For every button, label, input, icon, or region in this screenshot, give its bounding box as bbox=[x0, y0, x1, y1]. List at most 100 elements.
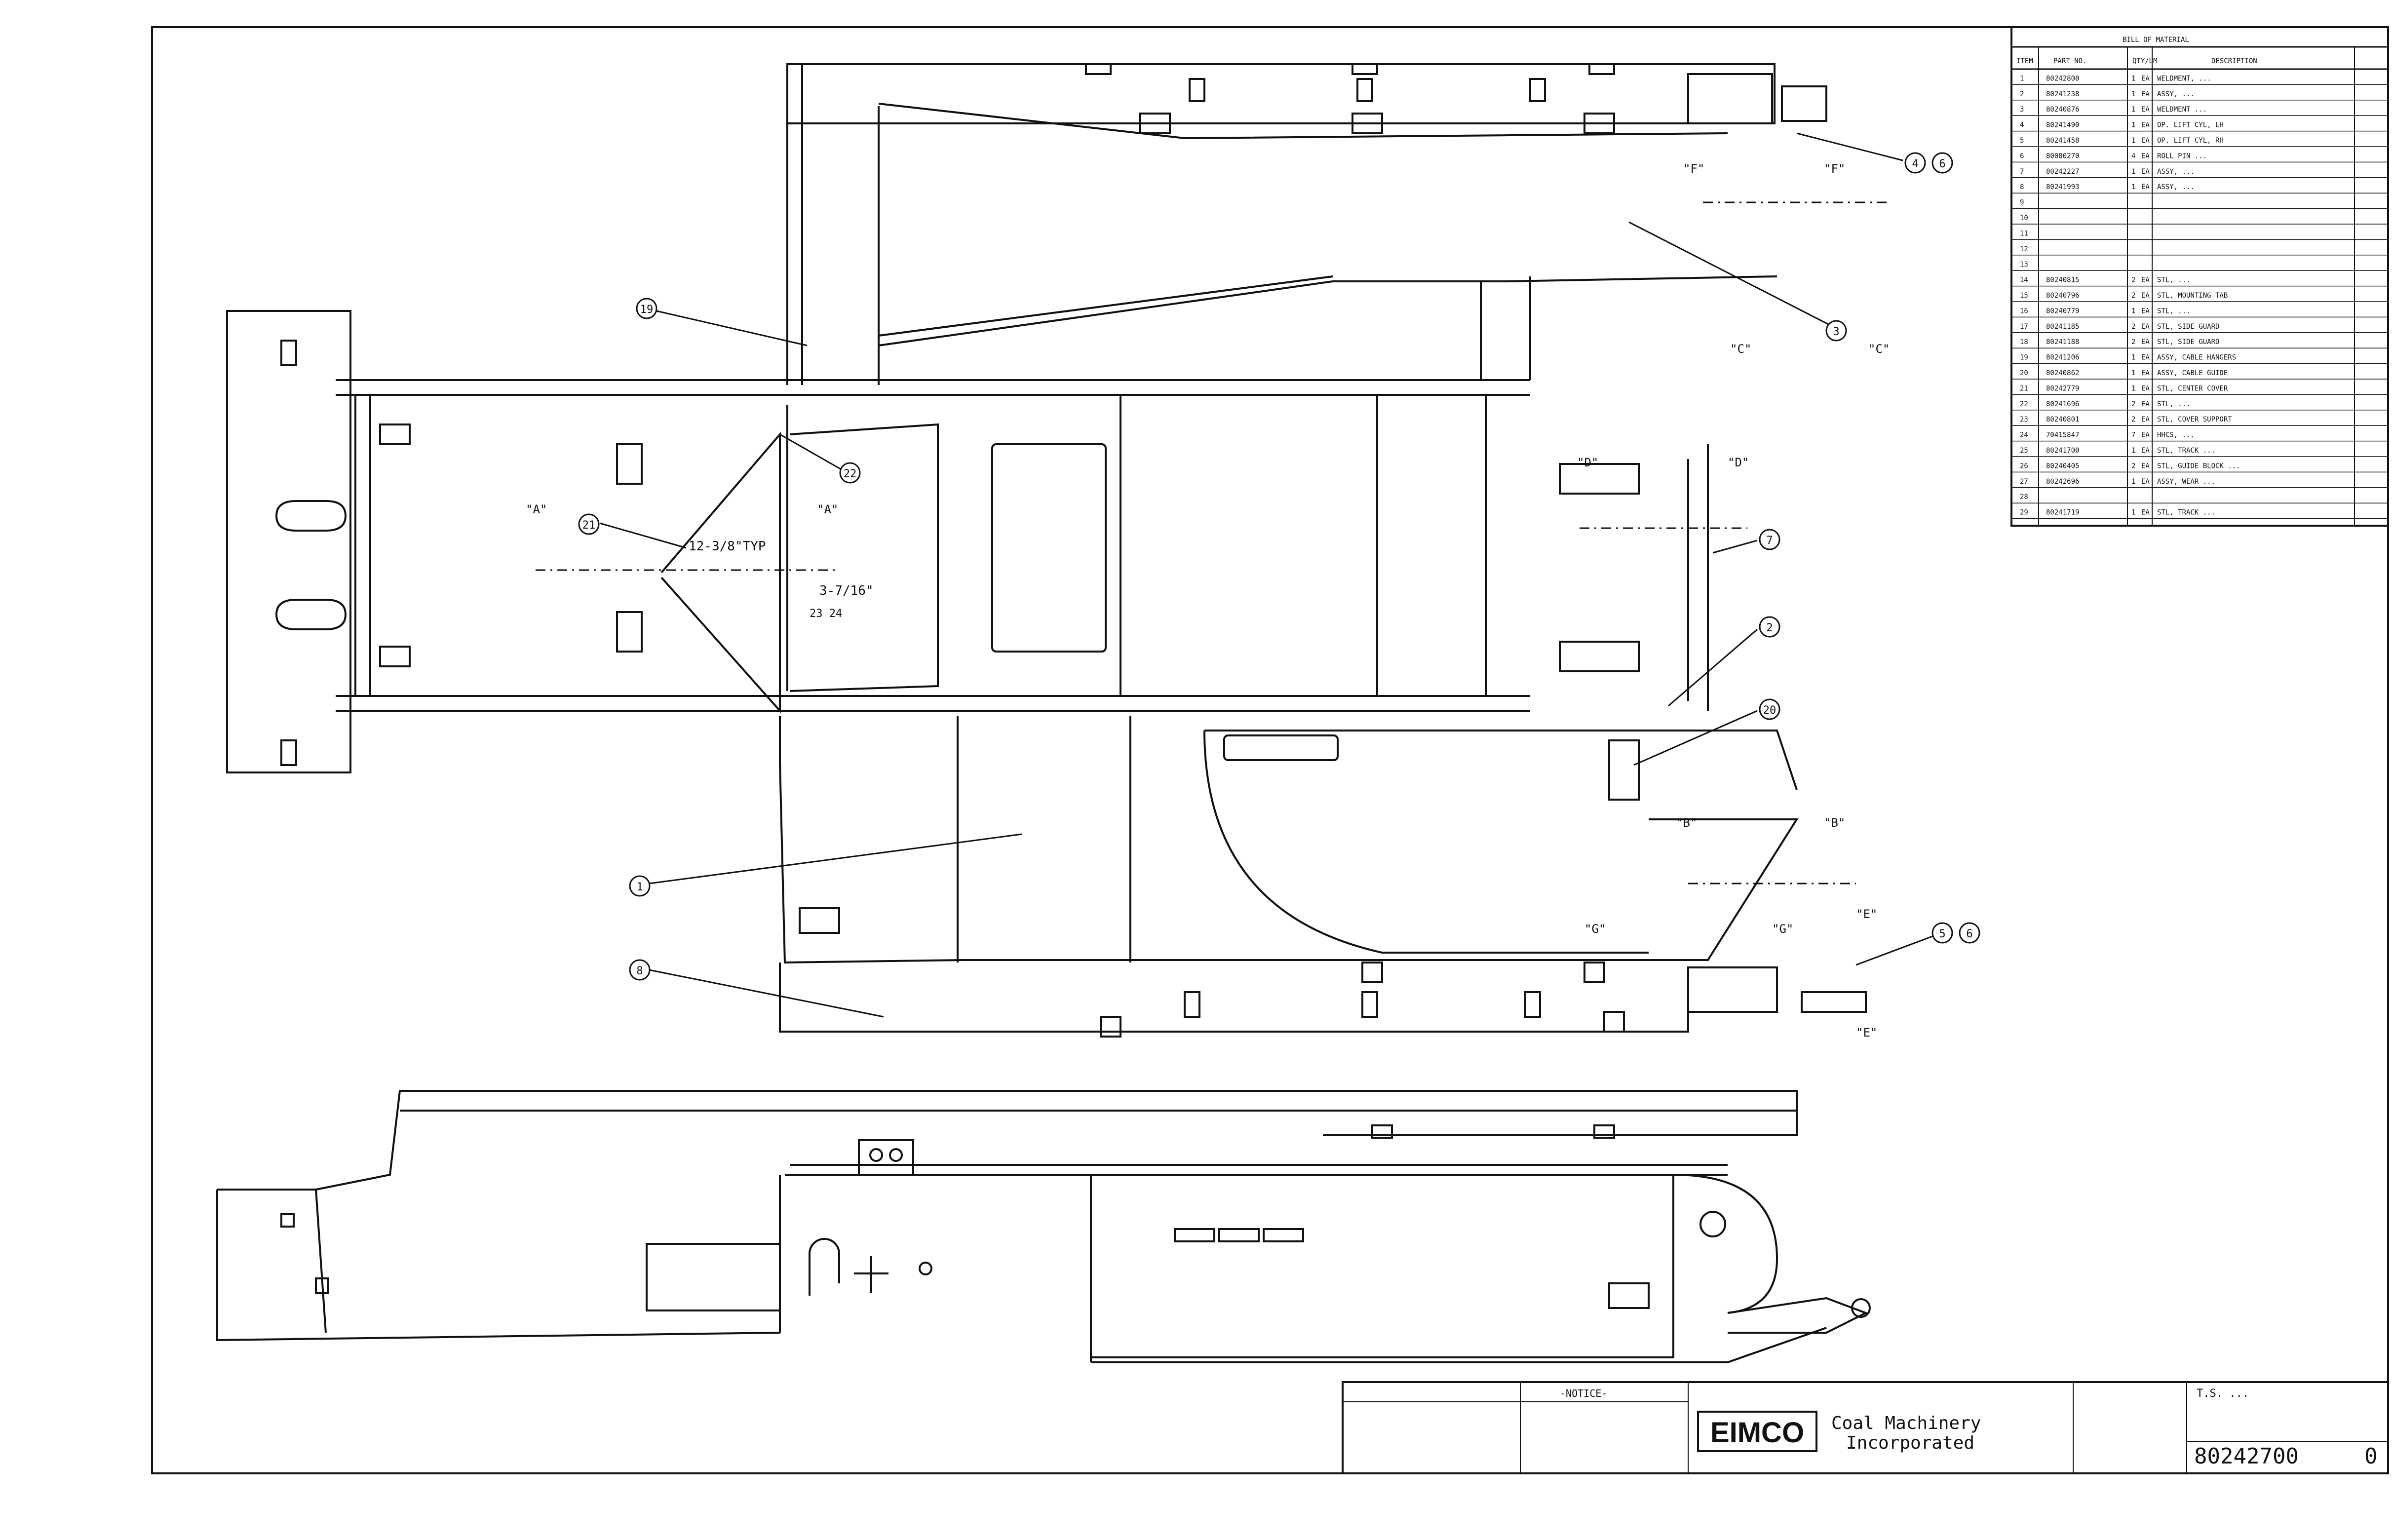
bom-desc: STL, MOUNTING TAB bbox=[2157, 292, 2228, 300]
bom-part-no: 80242779 bbox=[2046, 385, 2079, 392]
section-f-left: "F" bbox=[1683, 162, 1704, 176]
section-e-top: "E" bbox=[1856, 907, 1877, 921]
bom-qty: 1 bbox=[2131, 137, 2135, 145]
bom-part-no: 80241238 bbox=[2046, 90, 2079, 98]
callout-6b: 6 bbox=[1959, 922, 1980, 944]
bom-item: 26 bbox=[2020, 462, 2028, 470]
section-f-right: "F" bbox=[1824, 162, 1845, 176]
bom-qty: 2 bbox=[2131, 462, 2135, 470]
bom-desc: STL, TRACK ... bbox=[2157, 447, 2215, 455]
bom-qty: 1 bbox=[2131, 447, 2135, 455]
bom-part-no: 80242227 bbox=[2046, 168, 2079, 176]
bom-qty: 1 bbox=[2131, 168, 2135, 176]
upper-boom bbox=[786, 63, 1776, 124]
bom-item: 22 bbox=[2020, 400, 2028, 408]
eimco-logo: EIMCO bbox=[1697, 1411, 1817, 1452]
svg-text:22: 22 bbox=[844, 468, 857, 480]
bom-part-no: 80241696 bbox=[2046, 400, 2079, 408]
bom-part-no: 80240801 bbox=[2046, 416, 2079, 424]
bom-um: EA bbox=[2141, 75, 2150, 82]
bom-qty: 2 bbox=[2131, 276, 2135, 284]
bom-col-qty: QTY/UM bbox=[2132, 57, 2158, 65]
bom-item: 27 bbox=[2020, 478, 2028, 486]
callout-labels: 19 22 21 7 2 20 1 8 4 6 3 5 6 bbox=[578, 152, 1980, 981]
bom-desc: STL, GUIDE BLOCK ... bbox=[2157, 462, 2240, 470]
svg-text:EIMCO: EIMCO bbox=[1710, 1417, 1804, 1449]
callout-7: 7 bbox=[1759, 529, 1780, 550]
bom-item: 19 bbox=[2020, 354, 2028, 362]
svg-text:8: 8 bbox=[636, 965, 643, 977]
bom-qty: 2 bbox=[2131, 292, 2135, 300]
bom-qty: 1 bbox=[2131, 385, 2135, 392]
bom-desc: STL, TRACK ... bbox=[2157, 509, 2215, 517]
notice-title: -NOTICE- bbox=[1560, 1387, 1607, 1399]
bom-col-item: ITEM bbox=[2016, 57, 2033, 65]
bom-item: 13 bbox=[2020, 261, 2028, 269]
section-g-left: "G" bbox=[1584, 922, 1606, 936]
section-b-left: "B" bbox=[1676, 816, 1697, 830]
bom-desc: WELDMENT, ... bbox=[2157, 75, 2211, 82]
bom-part-no: 80240779 bbox=[2046, 307, 2079, 315]
bom-desc: STL, ... bbox=[2157, 400, 2190, 408]
bom-part-no: 80241993 bbox=[2046, 183, 2079, 191]
drawing-number: 80242700 bbox=[2194, 1444, 2299, 1469]
bom-qty: 1 bbox=[2131, 121, 2135, 129]
bom-qty: 4 bbox=[2131, 152, 2135, 160]
bom-um: EA bbox=[2141, 385, 2150, 392]
bom-part-no: 80241188 bbox=[2046, 338, 2079, 346]
callout-1: 1 bbox=[629, 875, 651, 897]
bom-part-no: 80241490 bbox=[2046, 121, 2079, 129]
bom-um: EA bbox=[2141, 338, 2150, 346]
bom-desc: STL, SIDE GUARD bbox=[2157, 323, 2219, 331]
bom-item: 24 bbox=[2020, 431, 2028, 439]
section-b-right: "B" bbox=[1824, 816, 1845, 830]
bom-desc: ASSY, CABLE HANGERS bbox=[2157, 354, 2236, 362]
callout-19: 19 bbox=[636, 298, 657, 319]
bom-um: EA bbox=[2141, 183, 2150, 191]
bom-desc: ASSY, WEAR ... bbox=[2157, 478, 2215, 486]
bom-part-no: 80240815 bbox=[2046, 276, 2079, 284]
bom-qty: 1 bbox=[2131, 509, 2135, 517]
bom-um: EA bbox=[2141, 369, 2150, 377]
bom-item: 12 bbox=[2020, 245, 2028, 253]
bom-desc: WELDMENT ... bbox=[2157, 106, 2207, 114]
section-markers: "A" "A" "F" "F" "C" "C" "D" "D" "B" "B" … bbox=[526, 162, 1890, 1040]
bom-um: EA bbox=[2141, 478, 2150, 486]
bom-item: 11 bbox=[2020, 230, 2028, 237]
bom-title: BILL OF MATERIAL bbox=[2123, 36, 2189, 44]
bom-um: EA bbox=[2141, 121, 2150, 129]
bom-um: EA bbox=[2141, 137, 2150, 145]
bom-um: EA bbox=[2141, 400, 2150, 408]
bom-qty: 1 bbox=[2131, 183, 2135, 191]
drawing-border bbox=[151, 26, 2389, 1474]
bom-part-no: 80241458 bbox=[2046, 137, 2079, 145]
bom-qty: 2 bbox=[2131, 400, 2135, 408]
dim-12-3-8: 12-3/8"TYP bbox=[689, 539, 766, 554]
section-c-left: "C" bbox=[1730, 342, 1751, 356]
bom-qty: 1 bbox=[2131, 307, 2135, 315]
bom-desc: STL, COVER SUPPORT bbox=[2157, 416, 2232, 424]
revision: 0 bbox=[2364, 1444, 2378, 1469]
svg-text:4: 4 bbox=[1912, 158, 1918, 170]
bom-item: 6 bbox=[2020, 152, 2024, 160]
section-d-right: "D" bbox=[1728, 456, 1749, 469]
bom-item: 18 bbox=[2020, 338, 2028, 346]
bom-part-no: 80241185 bbox=[2046, 323, 2079, 331]
bom-item: 1 bbox=[2020, 75, 2024, 82]
bom-desc: OP. LIFT CYL, RH bbox=[2157, 137, 2224, 145]
callout-balloons bbox=[599, 132, 1935, 1018]
bom-qty: 1 bbox=[2131, 90, 2135, 98]
company-line2: Incorporated bbox=[1846, 1433, 1974, 1453]
svg-text:1: 1 bbox=[636, 881, 643, 893]
svg-text:21: 21 bbox=[582, 519, 596, 532]
bom-col-desc: DESCRIPTION bbox=[2211, 57, 2257, 65]
bom-item: 8 bbox=[2020, 183, 2024, 191]
section-a-right: "A" bbox=[817, 502, 838, 516]
bom-desc: STL, SIDE GUARD bbox=[2157, 338, 2219, 346]
bom-qty: 2 bbox=[2131, 416, 2135, 424]
callout-22: 22 bbox=[839, 462, 861, 484]
bom-part-no: 80240862 bbox=[2046, 369, 2079, 377]
bom-desc: ASSY, CABLE GUIDE bbox=[2157, 369, 2228, 377]
